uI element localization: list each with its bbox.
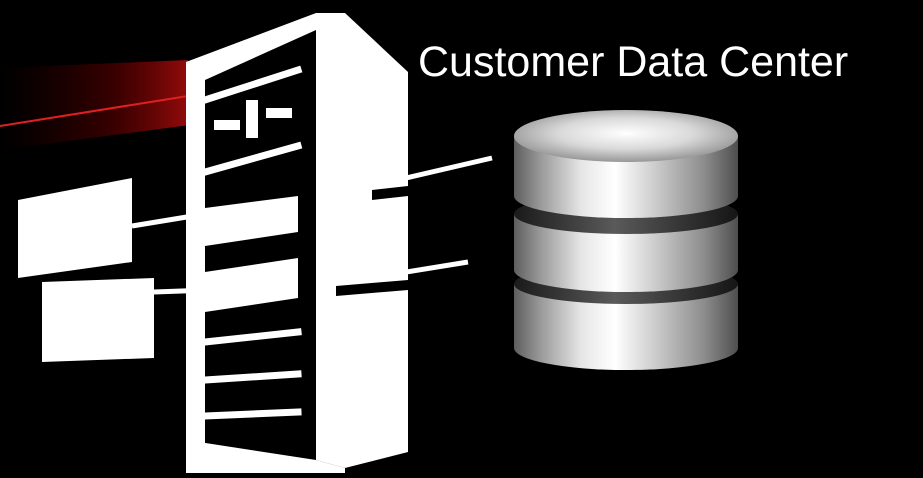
database-icon (514, 110, 738, 370)
diagram-title: Customer Data Center (418, 38, 849, 86)
connector-lines (131, 155, 493, 295)
server-panel-icon (18, 178, 154, 362)
red-beam (0, 60, 190, 150)
server-tower-icon (186, 13, 408, 473)
